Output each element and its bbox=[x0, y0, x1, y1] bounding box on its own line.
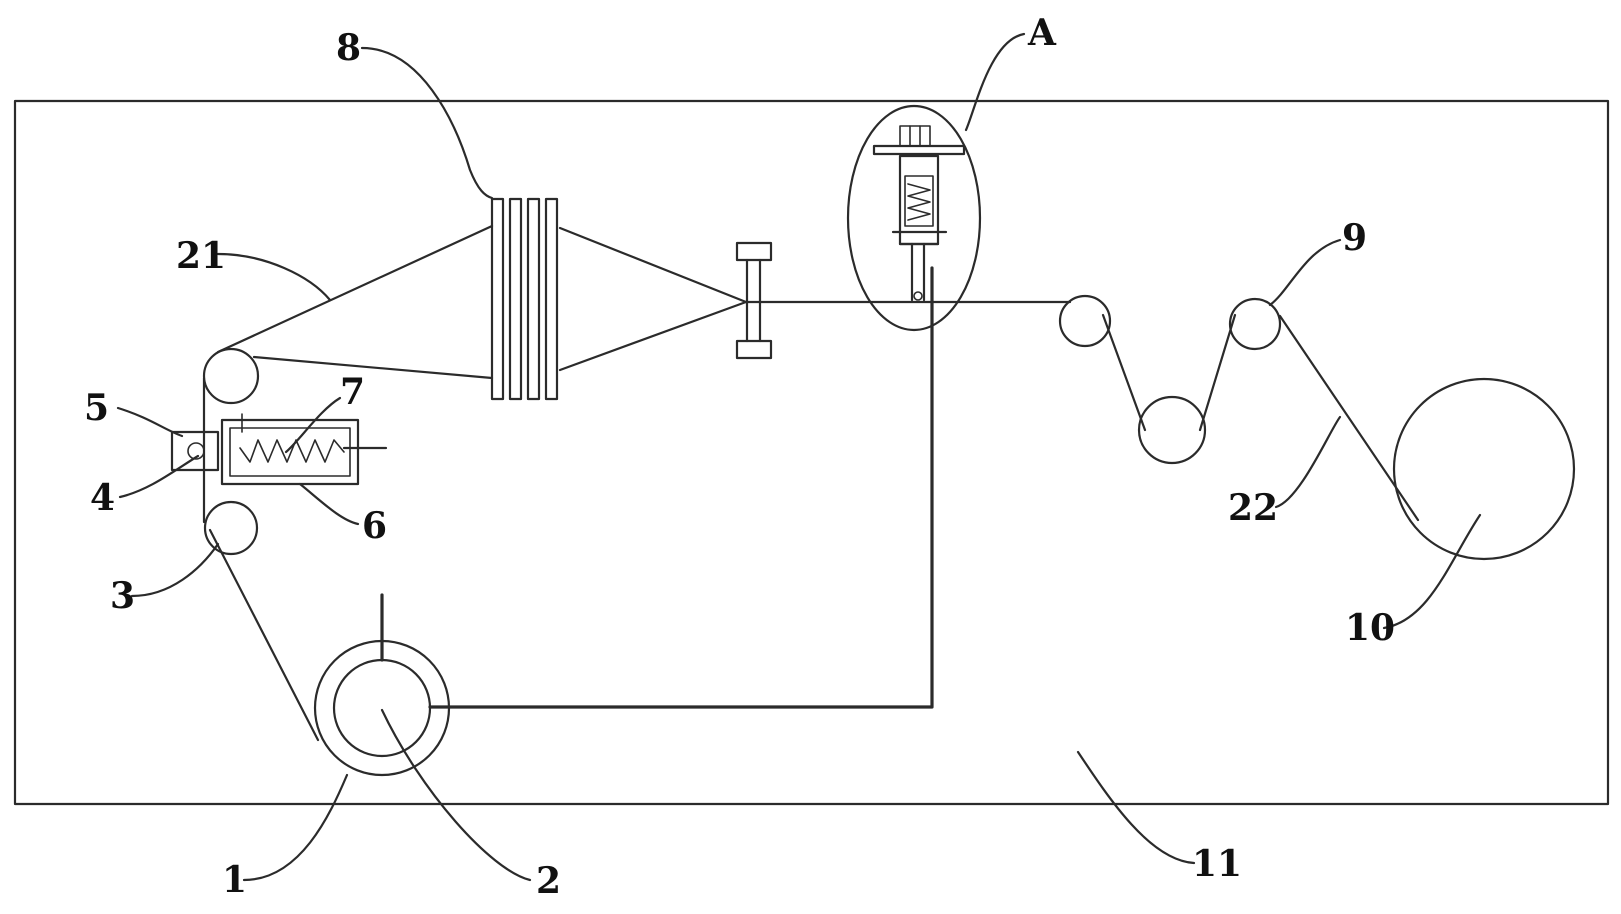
label-1: 1 bbox=[222, 859, 247, 901]
label-3: 3 bbox=[110, 575, 135, 617]
motor-unit bbox=[313, 593, 451, 777]
spring-housing-inner bbox=[229, 427, 351, 477]
guide-spool bbox=[735, 241, 773, 360]
label-5: 5 bbox=[84, 387, 109, 429]
spring-7 bbox=[239, 439, 345, 463]
detail-a-ellipse bbox=[846, 104, 982, 332]
drive-line bbox=[428, 266, 934, 709]
label-11: 11 bbox=[1192, 843, 1242, 885]
take-up-roll-10 bbox=[1392, 377, 1576, 561]
roller-9a bbox=[1058, 294, 1112, 348]
tension-device bbox=[170, 413, 388, 486]
labels: 8 A 9 21 5 7 4 6 3 22 10 1 2 11 bbox=[84, 12, 1395, 902]
motor-rotor-2 bbox=[332, 658, 432, 758]
roller-group-9 bbox=[1058, 294, 1282, 465]
roller-9c bbox=[1228, 297, 1282, 351]
mechanism-a bbox=[846, 104, 982, 332]
label-2: 2 bbox=[536, 860, 561, 902]
cooling-plates-8 bbox=[490, 197, 559, 401]
thread-lines bbox=[202, 224, 1420, 742]
leader-lines bbox=[116, 32, 1482, 882]
guide-roller-3 bbox=[203, 500, 259, 556]
label-7: 7 bbox=[340, 371, 365, 413]
label-9: 9 bbox=[1342, 217, 1367, 259]
label-4: 4 bbox=[90, 477, 115, 519]
roller-9b bbox=[1137, 395, 1207, 465]
press-block-5 bbox=[170, 430, 220, 472]
spring-housing-6 bbox=[220, 418, 360, 486]
label-a: A bbox=[1027, 12, 1057, 54]
label-8: 8 bbox=[336, 27, 361, 69]
label-21: 21 bbox=[176, 235, 226, 277]
frame-11 bbox=[13, 99, 1610, 806]
guide-roller-top bbox=[202, 347, 260, 405]
label-22: 22 bbox=[1228, 487, 1278, 529]
press-wheel-4 bbox=[187, 442, 205, 460]
label-10: 10 bbox=[1345, 607, 1395, 649]
label-6: 6 bbox=[362, 505, 387, 547]
